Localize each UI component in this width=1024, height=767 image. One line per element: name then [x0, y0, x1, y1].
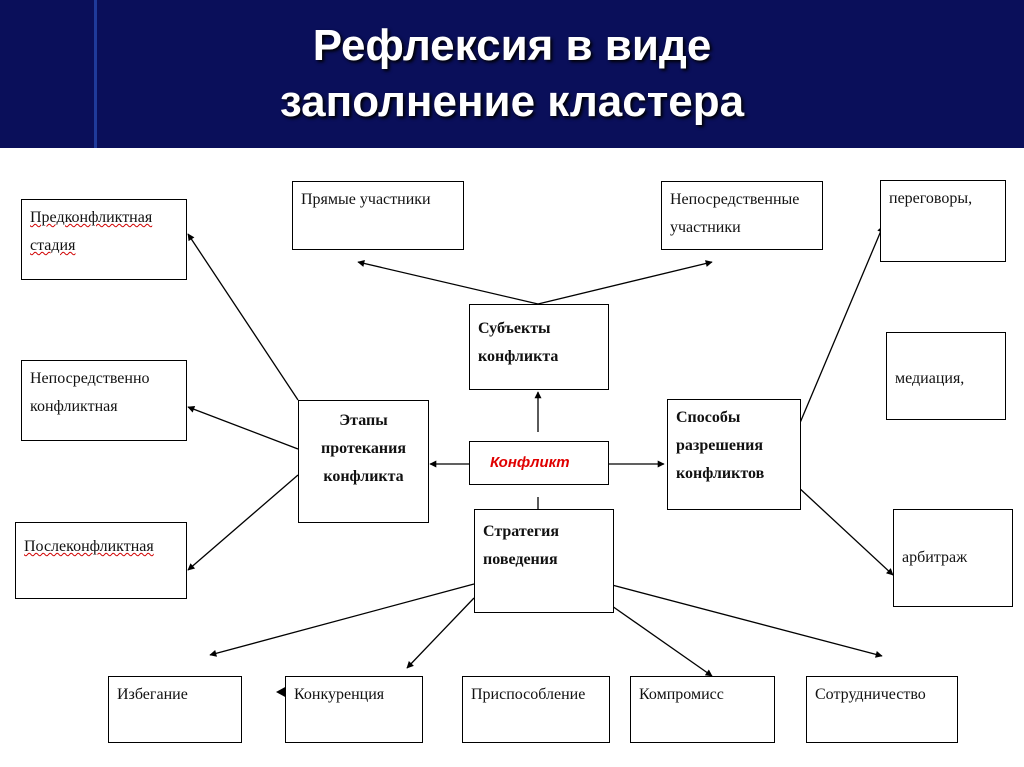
- title-banner: Рефлексия в виде заполнение кластера: [0, 0, 1024, 148]
- arrow-strategy-to-cooperation: [611, 584, 883, 658]
- immediate-participants-box: Непосредственные участники: [661, 181, 823, 250]
- avoidance-label: Избегание: [117, 686, 188, 703]
- direct-participants-label: Прямые участники: [301, 191, 431, 208]
- arbitration-label: арбитраж: [902, 549, 968, 566]
- arrow-subjects-to-direct: [357, 260, 539, 305]
- stage-direct-label: Непосредственно конфликтная: [30, 370, 150, 415]
- compromise-box: Компромисс: [630, 676, 775, 743]
- accommodation-label: Приспособление: [471, 686, 586, 703]
- negotiation-box: переговоры,: [880, 180, 1006, 262]
- accommodation-box: Приспособление: [462, 676, 610, 743]
- arrow-resolution-to-arbitration: [796, 485, 894, 576]
- arrow-stages-to-post: [187, 474, 299, 571]
- competition-box: Конкуренция: [285, 676, 423, 743]
- mediation-box: медиация,: [886, 332, 1006, 420]
- banner-accent-line: [94, 0, 97, 148]
- subjects-label: Субъекты конфликта: [478, 320, 559, 365]
- direct-participants-box: Прямые участники: [292, 181, 464, 250]
- mediation-label: медиация,: [895, 370, 965, 387]
- subjects-box: Субъекты конфликта: [469, 304, 609, 390]
- resolution-box: Способы разрешения конфликтов: [667, 399, 801, 510]
- arrow-stages-to-pre: [187, 233, 299, 401]
- stages-box: Этапы протекания конфликта: [298, 400, 429, 523]
- conflict-center-box: Конфликт: [469, 441, 609, 485]
- stage-post-box: Послеконфликтная: [15, 522, 187, 599]
- immediate-participants-label: Непосредственные участники: [670, 191, 800, 236]
- arrow-strategy-to-compromise: [611, 605, 713, 677]
- negotiation-label: переговоры,: [889, 190, 973, 207]
- title-line-2: заполнение кластера: [279, 77, 745, 126]
- resolution-label: Способы разрешения конфликтов: [676, 409, 765, 482]
- compromise-label: Компромисс: [639, 686, 724, 703]
- title-line-1: Рефлексия в виде: [312, 21, 712, 70]
- arrow-to-competition-head: [276, 686, 287, 698]
- stage-direct-box: Непосредственно конфликтная: [21, 360, 187, 441]
- strategy-box: Стратегия поведения: [474, 509, 614, 613]
- cooperation-box: Сотрудничество: [806, 676, 958, 743]
- conflict-center-label: Конфликт: [490, 454, 570, 471]
- arbitration-box: арбитраж: [893, 509, 1013, 607]
- arrow-stages-to-direct-stage: [187, 405, 299, 450]
- stage-pre-box: Предконфликтная стадия: [21, 199, 187, 280]
- stage-post-label: Послеконфликтная: [24, 538, 154, 555]
- stages-label: Этапы протекания конфликта: [321, 412, 406, 485]
- strategy-label: Стратегия поведения: [483, 523, 559, 568]
- arrow-resolution-to-negotiation: [796, 225, 884, 431]
- arrow-strategy-to-avoidance: [209, 583, 475, 657]
- arrow-subjects-to-immediate: [537, 260, 713, 305]
- arrow-strategy-to-competition: [406, 597, 475, 669]
- competition-label: Конкуренция: [294, 686, 385, 703]
- cooperation-label: Сотрудничество: [815, 686, 926, 703]
- slide-title: Рефлексия в виде заполнение кластера: [0, 18, 1024, 130]
- avoidance-box: Избегание: [108, 676, 242, 743]
- stage-pre-label: Предконфликтная стадия: [30, 209, 153, 254]
